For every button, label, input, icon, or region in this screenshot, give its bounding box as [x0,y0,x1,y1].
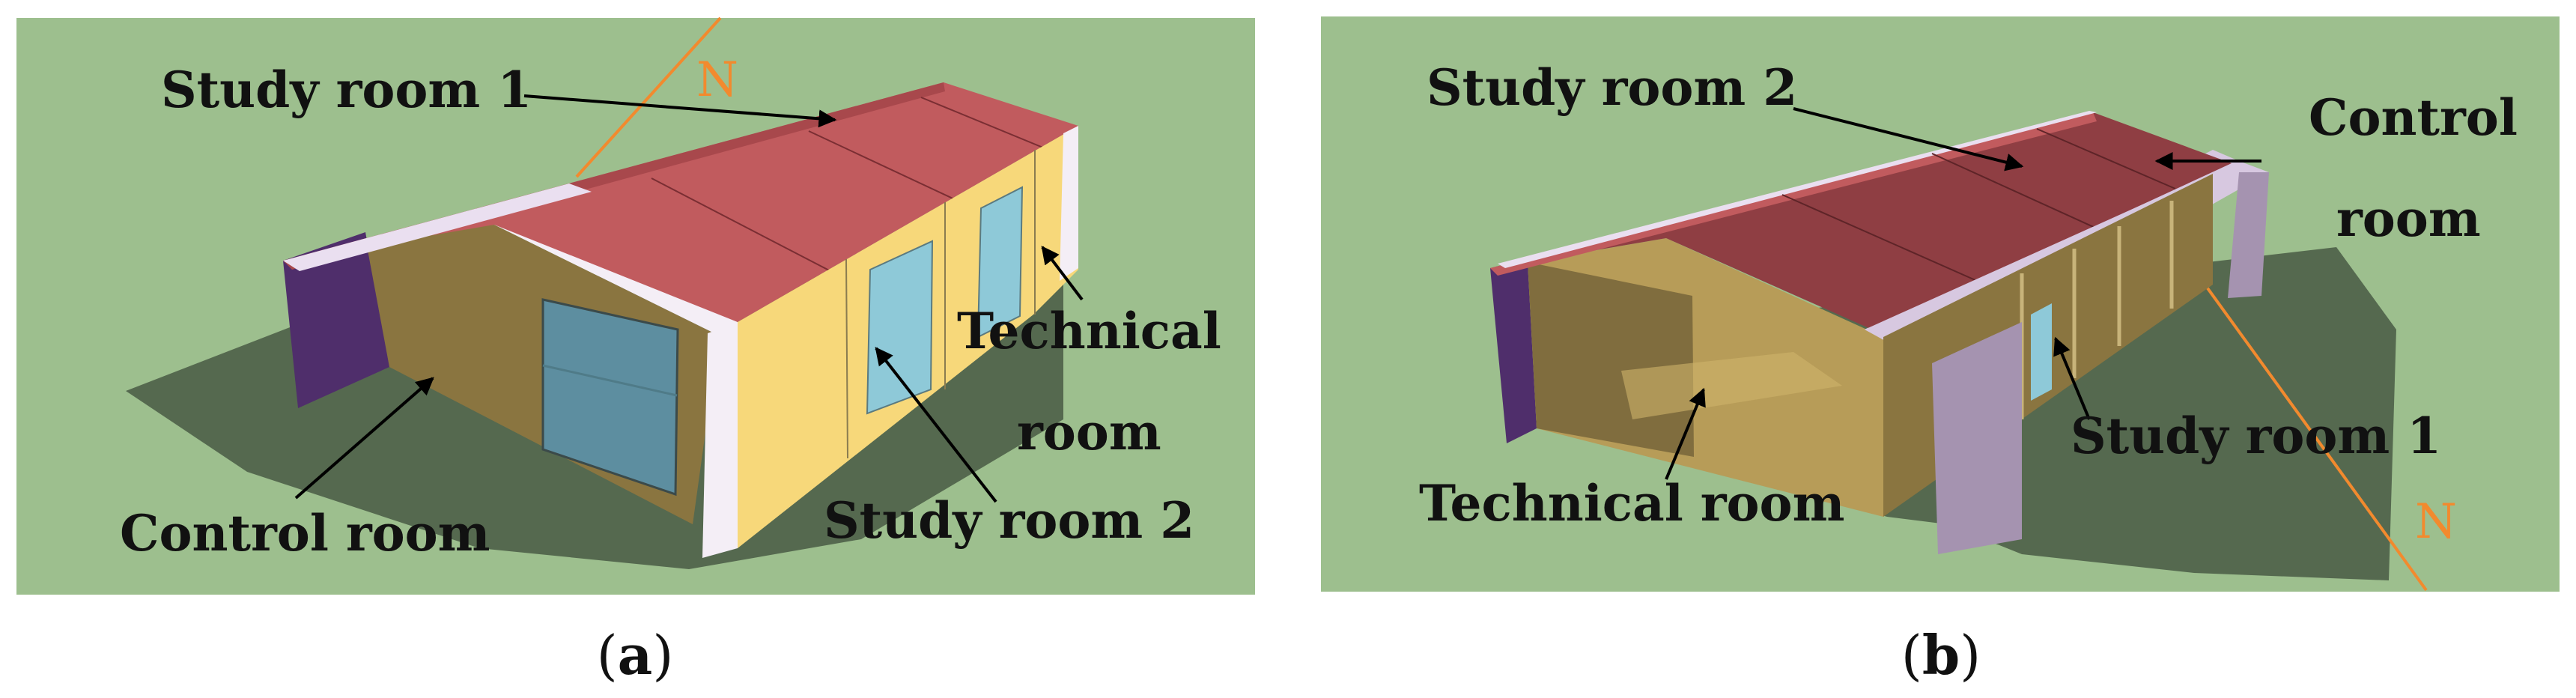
arrow-technical-room-b [1665,387,1706,480]
label-study-room-1-a: Study room 1 [161,61,532,119]
left-door-a [283,232,389,408]
arrow-study-room-1-b [2053,336,2091,420]
caption-b: (b) [1901,623,1981,687]
panel-b: N Study room 2 Control room [1321,16,2560,687]
roof-a [283,82,1078,322]
label-technical-room-a-2: room [1017,403,1161,461]
north-line-b [2193,268,2428,592]
arrow-control-room-a [294,377,434,500]
gable-lit-b [1621,352,1842,419]
gable-fascia-a [494,222,738,336]
arrow-technical-room-a [1041,246,1084,301]
label-study-room-1-b: Study room 1 [2071,407,2441,465]
label-control-room-a: Control room [120,504,490,562]
label-control-room-b-2: room [2336,189,2481,248]
arrow-study-room-2-b [1793,107,2024,172]
label-study-room-2-a: Study room 2 [824,491,1194,550]
side-window-2-a [976,186,1024,339]
arrow-study-room-1-a [523,94,837,128]
end-panel-back-b [2228,172,2269,298]
corner-post-a [702,322,738,558]
roof-edge-b [1490,112,2097,276]
north-label-b: N [2415,494,2457,550]
gable-window-a [541,298,679,497]
roof-fascia-a [283,183,592,271]
gable-shade-b [1528,262,1694,457]
north-label-a: N [696,52,738,108]
side-window-1-a [866,240,934,415]
north-line-a [575,16,722,178]
left-door-b [1490,262,1537,443]
side-window-b [2031,303,2052,401]
roof-b [1490,112,2232,330]
arrow-study-room-2-a [875,347,997,503]
panel-a: N Study room 1 Technical roo [16,16,1255,687]
label-technical-room-b: Technical room [1419,474,1844,532]
roof-top-strip-b [1498,111,2097,268]
end-fascia-a [1060,126,1078,281]
caption-a: (a) [597,623,674,687]
label-control-room-b-1: Control [2309,88,2518,147]
label-study-room-2-b: Study room 2 [1427,58,1797,117]
label-technical-room-a-1: Technical [957,302,1221,360]
end-panel-front-b [1932,322,2022,554]
